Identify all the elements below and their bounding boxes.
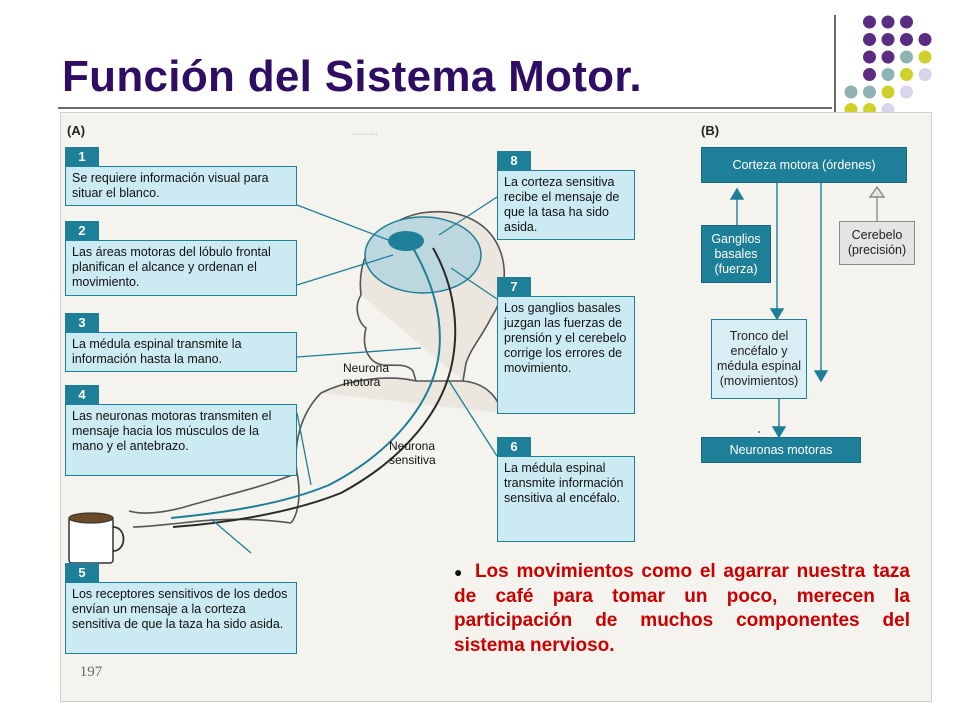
vertical-divider bbox=[834, 15, 836, 120]
decorative-dot bbox=[918, 68, 932, 81]
flow-motor-neurons: Neuronas motoras bbox=[701, 437, 861, 463]
panel-b-label: (B) bbox=[701, 123, 720, 138]
step-number: 1 bbox=[65, 147, 99, 166]
cerebellum-arrow bbox=[868, 185, 886, 221]
panel-a-label: (A) bbox=[67, 123, 86, 138]
step-number: 8 bbox=[497, 151, 531, 170]
step-text: Los ganglios basales juzgan las fuerzas … bbox=[497, 296, 635, 414]
coffee-cup-illustration bbox=[68, 512, 125, 564]
step-text: Las áreas motoras del lóbulo frontal pla… bbox=[65, 240, 297, 296]
decorative-dot bbox=[881, 85, 895, 99]
decorative-dot bbox=[900, 15, 913, 29]
step-number: 5 bbox=[65, 563, 99, 582]
decorative-dot bbox=[863, 50, 876, 64]
brain-illustration bbox=[364, 216, 482, 294]
step-number: 3 bbox=[65, 313, 99, 332]
step-number: 4 bbox=[65, 385, 99, 404]
page-number: 197 bbox=[79, 664, 103, 680]
decorative-dot bbox=[900, 33, 913, 46]
decorative-dot bbox=[863, 33, 876, 46]
step-text: La corteza sensitiva recibe el mensaje d… bbox=[497, 170, 635, 240]
decorative-dot bbox=[900, 68, 913, 81]
decorative-dot bbox=[900, 85, 913, 99]
decorative-dot bbox=[918, 50, 932, 64]
step-text: La médula espinal transmite información … bbox=[497, 456, 635, 542]
bullet-icon: ● bbox=[454, 564, 465, 580]
motor-system-figure: ......... (A) (B) 1 Se requiere informac… bbox=[60, 112, 932, 702]
decorative-dot bbox=[863, 68, 876, 81]
decorative-dot bbox=[844, 85, 858, 99]
flow-motor-cortex: Corteza motora (órdenes) bbox=[701, 147, 907, 183]
decorative-dot bbox=[863, 15, 876, 29]
decorative-dot-grid bbox=[844, 15, 932, 116]
decorative-dot bbox=[918, 33, 932, 46]
step-number: 6 bbox=[497, 437, 531, 456]
decorative-dot bbox=[881, 15, 895, 29]
decorative-dot bbox=[881, 33, 895, 46]
flow-arrows bbox=[729, 183, 829, 439]
flow-basal-ganglia: Ganglios basales (fuerza) bbox=[701, 225, 771, 283]
title-divider bbox=[58, 107, 832, 109]
decorative-dot bbox=[881, 68, 895, 81]
decorative-dot bbox=[881, 50, 895, 64]
caption-text: Los movimientos como el agarrar nuestra … bbox=[454, 561, 910, 656]
step-text: Los receptores sensitivos de los dedos e… bbox=[65, 582, 297, 654]
decorative-dot bbox=[900, 50, 913, 64]
motor-cortex-highlight bbox=[388, 231, 424, 251]
step-number: 2 bbox=[65, 221, 99, 240]
flow-brainstem-spinal-cord: Tronco del encéfalo y médula espinal (mo… bbox=[711, 319, 807, 399]
callout-lines bbox=[210, 196, 498, 554]
background-book-text: ......... bbox=[351, 124, 378, 138]
step-number: 7 bbox=[497, 277, 531, 296]
sensory-neuron-label: Neurona sensitiva bbox=[389, 439, 436, 467]
step-text: Se requiere información visual para situ… bbox=[65, 166, 297, 206]
slide-caption: ●Los movimientos como el agarrar nuestra… bbox=[452, 560, 910, 658]
flow-cerebellum: Cerebelo (precisión) bbox=[839, 221, 915, 265]
step-text: La médula espinal transmite la informaci… bbox=[65, 332, 297, 372]
decorative-dot bbox=[863, 85, 876, 99]
neural-pathway bbox=[170, 247, 457, 528]
slide-title: Función del Sistema Motor. bbox=[62, 52, 642, 101]
motor-neuron-label: Neurona motora bbox=[343, 361, 390, 389]
step-text: Las neuronas motoras transmiten el mensa… bbox=[65, 404, 297, 476]
